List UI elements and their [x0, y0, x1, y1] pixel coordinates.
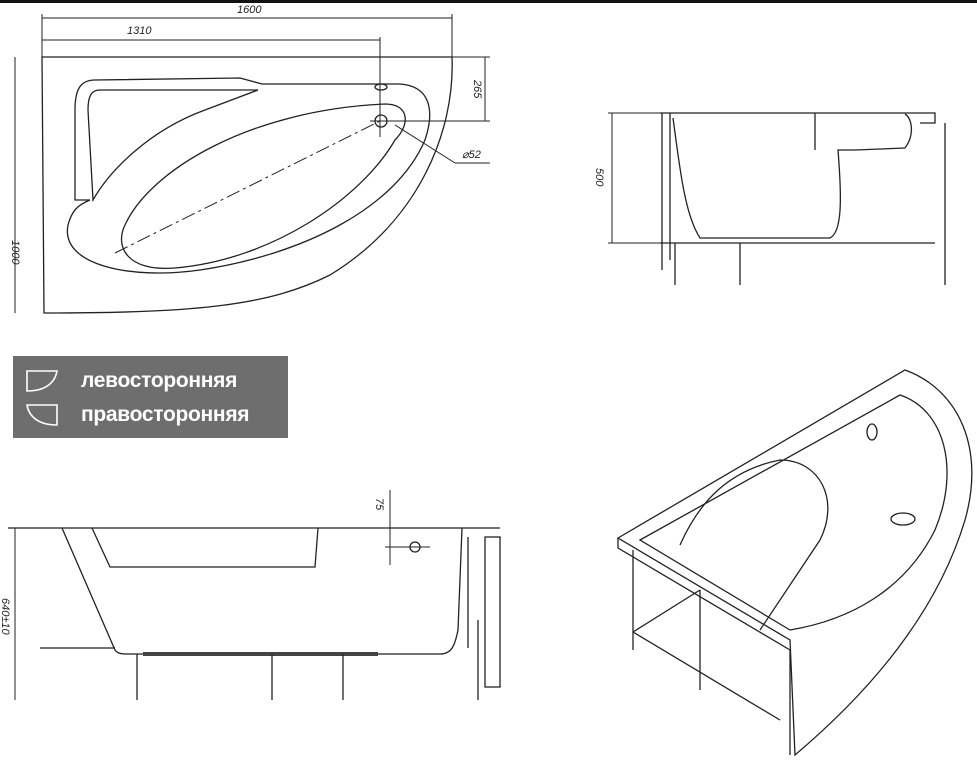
dim-drain-diameter: ⌀52 — [462, 149, 481, 161]
top-view: 1600 1310 1000 265 ⌀52 — [9, 4, 490, 314]
top-border — [0, 0, 977, 3]
dim-75: 75 — [373, 498, 385, 511]
legend-item-right: правосторонняя — [25, 398, 250, 432]
dim-640: 640±10 — [0, 598, 11, 636]
dim-500: 500 — [593, 168, 605, 187]
rim-outer — [66, 77, 431, 274]
end-view: 500 — [593, 112, 946, 285]
rim-inner — [87, 89, 259, 203]
right-hand-tub-icon — [26, 404, 58, 426]
overflow-hole — [374, 83, 388, 91]
legend-item-left: левосторонняя — [25, 364, 237, 398]
legend-label-right: правосторонняя — [81, 403, 250, 426]
tub-outline — [41, 56, 453, 314]
side-view: 75 640±10 — [0, 490, 501, 700]
dim-1600: 1600 — [237, 4, 262, 16]
basin — [120, 103, 406, 270]
legend-label-left: левосторонняя — [81, 369, 238, 392]
orientation-legend: левосторонняя правосторонняя — [13, 356, 288, 438]
perspective-view — [616, 369, 973, 757]
left-hand-tub-icon — [26, 370, 58, 392]
dim-1000: 1000 — [9, 240, 21, 265]
dim-1310: 1310 — [127, 25, 152, 37]
dim-265: 265 — [471, 79, 483, 99]
